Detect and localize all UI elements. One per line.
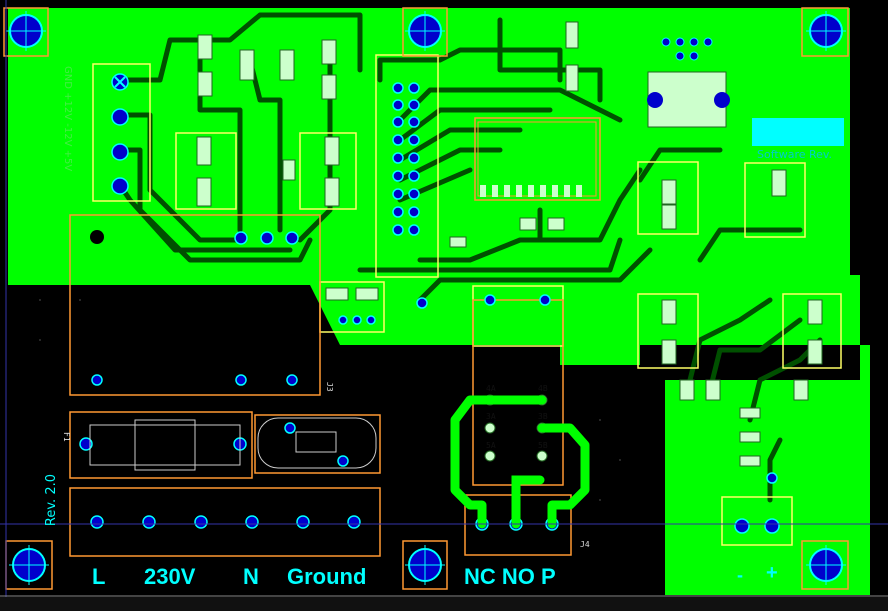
label-conn-j3: J3 — [325, 382, 334, 392]
label-l: L — [92, 564, 106, 589]
label-dc-plus: + — [766, 562, 778, 584]
relay-pin-5a: 5A — [486, 441, 496, 450]
label-fuse-ref: F1 — [62, 432, 71, 442]
label-conn-j4: J4 — [580, 540, 590, 549]
relay-pin-5b: 5B — [538, 441, 548, 450]
relay-pin-4b: 4B — [538, 384, 548, 393]
label-230v: 230V — [144, 564, 196, 589]
label-power-rails: GND +12V -12V +5V — [62, 66, 73, 172]
label-software-rev: Software Rev. — [757, 148, 833, 161]
label-n: N — [243, 564, 259, 589]
label-relay-outputs: NC NO P — [464, 564, 556, 589]
label-dc-minus: - — [737, 565, 743, 585]
label-ground: Ground — [287, 564, 367, 589]
relay-pin-3b: 3B — [538, 412, 548, 421]
relay-pin-4a: 4A — [486, 384, 496, 393]
relay-pin-3a: 3A — [486, 412, 496, 421]
label-revision: Rev. 2.0 — [44, 474, 59, 527]
